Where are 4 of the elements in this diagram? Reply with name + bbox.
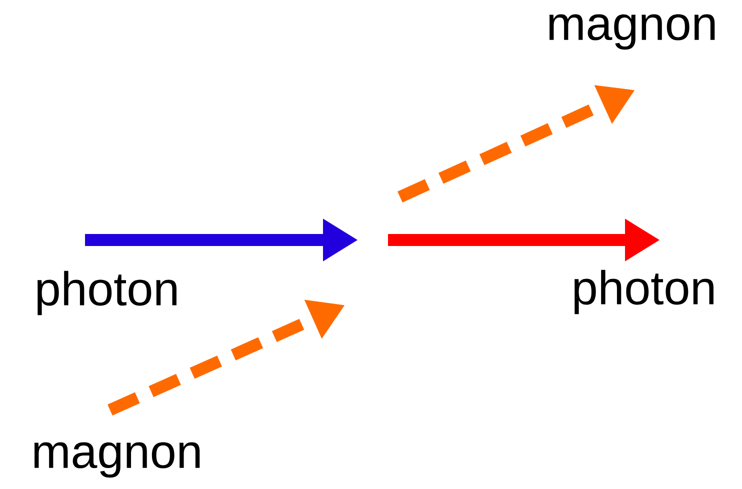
text-label: photon <box>38 270 176 316</box>
text-label: photon <box>574 270 714 314</box>
text-label: magnon <box>549 14 715 50</box>
text-label: magnon <box>34 442 200 478</box>
